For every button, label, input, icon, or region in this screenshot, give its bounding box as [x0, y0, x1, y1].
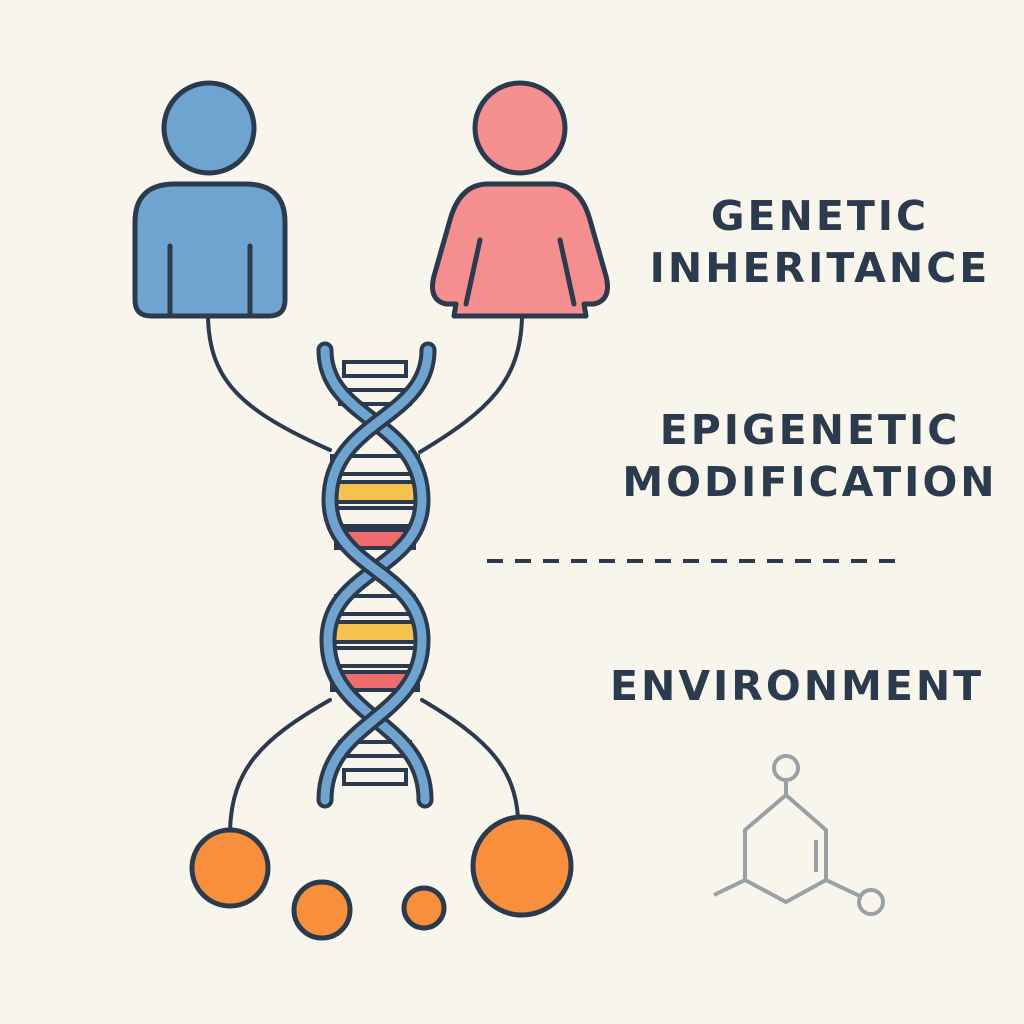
label-genetic-line2: INHERITANCE: [649, 244, 991, 292]
connector-left-offspring: [228, 698, 332, 832]
dna-rungs: [326, 360, 424, 786]
connector-right-offspring: [420, 698, 520, 820]
dna-helix-icon: [316, 341, 437, 809]
label-epigenetic-line2: MODIFICATION: [622, 458, 998, 506]
offspring-icon-group: [189, 814, 574, 941]
connector-left-parent: [206, 316, 332, 452]
offspring-circle-small-left: [291, 879, 353, 941]
parent-female-icon: [430, 80, 610, 319]
label-genetic-inheritance: GENETIC INHERITANCE: [640, 190, 1000, 294]
label-environment: ENVIRONMENT: [610, 660, 985, 712]
label-epigenetic-modification: EPIGENETIC MODIFICATION: [620, 404, 1000, 508]
label-epigenetic-line1: EPIGENETIC: [659, 406, 961, 454]
offspring-circle-large-right: [470, 814, 574, 918]
offspring-circle-large-left: [189, 827, 271, 909]
parent-male-icon: [132, 80, 288, 319]
offspring-circle-small-right: [401, 885, 447, 931]
label-genetic-line1: GENETIC: [710, 192, 930, 240]
molecule-icon: [713, 754, 885, 916]
connector-right-parent: [418, 316, 524, 454]
label-environment-text: ENVIRONMENT: [610, 662, 985, 710]
